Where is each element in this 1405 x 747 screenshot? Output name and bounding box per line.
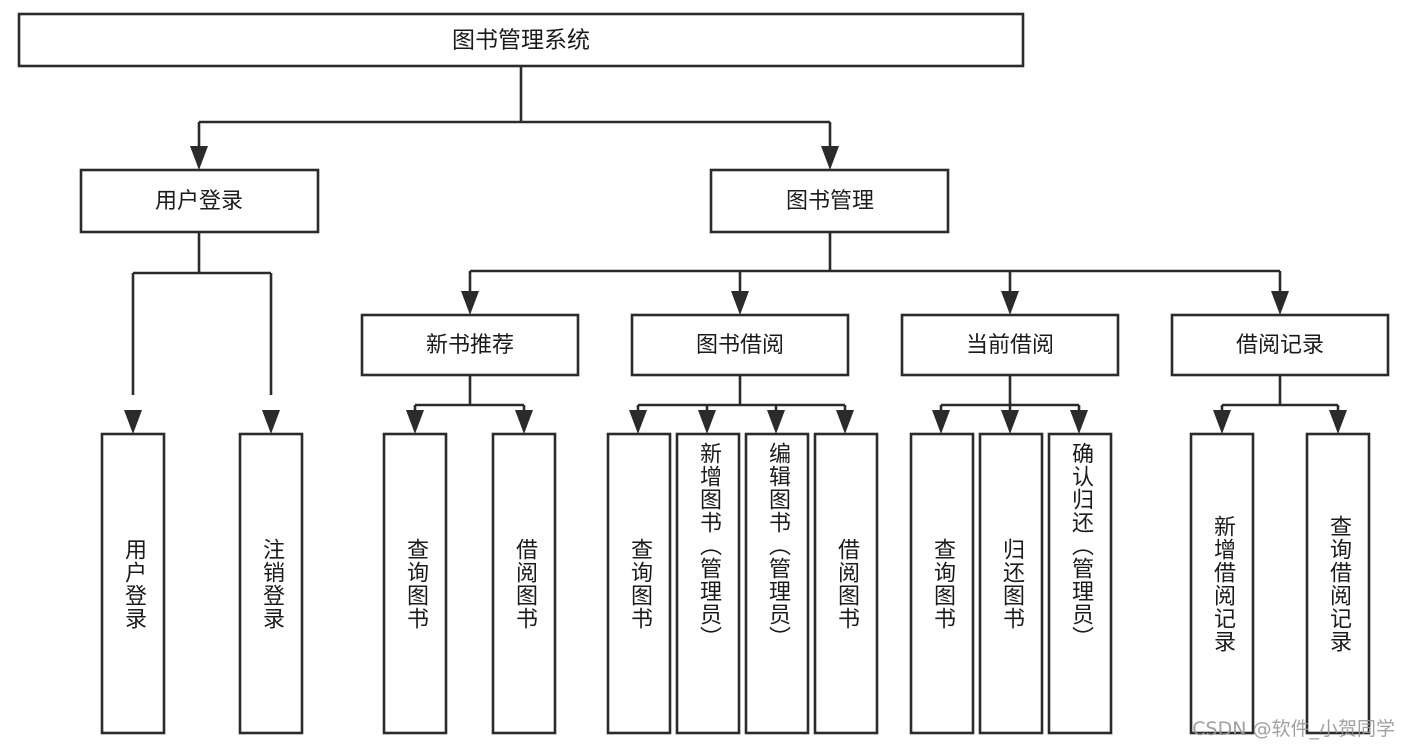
node-borrow-record-box[interactable]: [1170, 313, 1390, 377]
arrow-icon-bookborrow: [731, 291, 749, 315]
leaf-box-user-login[interactable]: [100, 432, 166, 735]
arrow-icon-leaf-n1: [406, 410, 424, 434]
leaf-box-add-borrow-record[interactable]: [1189, 432, 1255, 735]
node-borrow-record[interactable]: 借阅记录: [1170, 313, 1390, 377]
arrow-icon-leaf-c2: [1001, 410, 1019, 434]
node-new-book-recommend-label: 新书推荐: [426, 333, 514, 358]
arrow-icon-currentborrow: [1001, 291, 1019, 315]
arrow-icon-borrowrecord: [1271, 291, 1289, 315]
csdn-watermark: CSDN @软件_小贺同学: [1192, 718, 1395, 740]
leaf-box-return-book[interactable]: [978, 432, 1044, 735]
arrow-icon-bookmgmt: [821, 146, 839, 170]
node-borrow-record-label: 借阅记录: [1236, 333, 1324, 358]
arrow-icon-leaf-b3: [767, 410, 785, 434]
leaf-box-query-book-new[interactable]: [382, 432, 448, 735]
node-user-login-label: 用户登录: [155, 189, 243, 214]
leaf-box-query-borrow-record[interactable]: [1305, 432, 1371, 735]
connector-layer: [124, 66, 1347, 434]
arrow-icon-leaf-c1: [932, 410, 950, 434]
node-book-borrow-box[interactable]: [630, 313, 850, 377]
arrow-icon-leaf-b1: [629, 410, 647, 434]
node-new-book-recommend-box[interactable]: [360, 313, 580, 377]
node-book-management[interactable]: 图书管理: [709, 168, 950, 234]
arrow-icon-leaf-n2: [515, 410, 533, 434]
leaf-box-borrow-book[interactable]: [813, 432, 879, 735]
node-current-borrow-label: 当前借阅: [966, 333, 1054, 358]
arrow-icon-userlogin: [190, 146, 208, 170]
node-new-book-recommend[interactable]: 新书推荐: [360, 313, 580, 377]
node-root-box[interactable]: [17, 12, 1025, 68]
node-book-borrow[interactable]: 图书借阅: [630, 313, 850, 377]
arrow-icon-leaf-u1: [124, 410, 142, 434]
node-user-login[interactable]: 用户登录: [79, 168, 320, 234]
leaf-box-query-book-borrow[interactable]: [606, 432, 672, 735]
node-user-login-box[interactable]: [79, 168, 320, 234]
arrow-icon-newbook: [461, 291, 479, 315]
node-book-management-box[interactable]: [709, 168, 950, 234]
node-root[interactable]: 图书管理系统: [17, 12, 1025, 68]
node-book-management-label: 图书管理: [786, 189, 874, 214]
arrow-icon-leaf-u2: [262, 410, 280, 434]
leaf-box-add-book-admin[interactable]: [675, 432, 741, 735]
node-current-borrow[interactable]: 当前借阅: [900, 313, 1120, 377]
arrow-icon-leaf-b4: [836, 410, 854, 434]
node-root-label: 图书管理系统: [452, 28, 590, 54]
arrow-icon-leaf-r2: [1329, 410, 1347, 434]
node-current-borrow-box[interactable]: [900, 313, 1120, 377]
leaf-box-confirm-return-admin[interactable]: [1047, 432, 1113, 735]
leaf-box-borrow-book-new[interactable]: [491, 432, 557, 735]
node-book-borrow-label: 图书借阅: [696, 333, 784, 358]
arrow-icon-leaf-c3: [1070, 410, 1088, 434]
leaf-box-logout[interactable]: [238, 432, 304, 735]
arrow-icon-leaf-b2: [698, 410, 716, 434]
leaf-box-query-book-current[interactable]: [909, 432, 975, 735]
leaf-box-edit-book-admin[interactable]: [744, 432, 810, 735]
arrow-icon-leaf-r1: [1213, 410, 1231, 434]
